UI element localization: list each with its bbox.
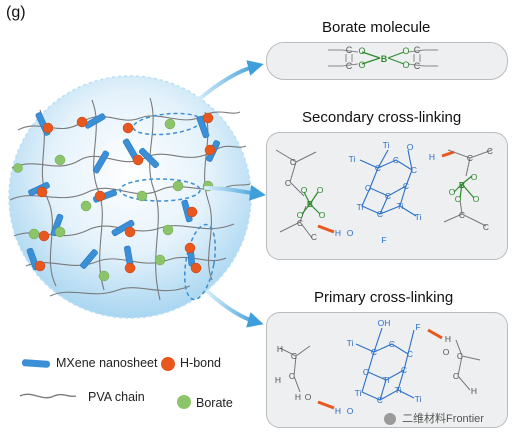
svg-text:C: C [467,153,473,163]
svg-text:C: C [457,351,463,361]
svg-text:C: C [365,183,371,193]
secondary-panel-title: Secondary cross-linking [302,109,462,126]
svg-text:C: C [459,210,465,220]
primary-panel-title: Primary cross-linking [314,289,454,306]
svg-text:OH: OH [378,318,391,328]
svg-text:H: H [471,386,477,396]
svg-text:C: C [377,395,383,405]
svg-text:O: O [301,185,308,195]
svg-text:O: O [358,60,365,70]
svg-text:Ti: Ti [383,140,390,150]
legend-pva-swatch [19,393,77,399]
svg-text:B: B [307,199,313,209]
svg-text:O: O [473,194,480,204]
legend-borate-swatch [177,395,191,409]
svg-text:C: C [297,218,303,228]
hbond-dots [34,112,216,274]
svg-text:C: C [407,349,413,359]
svg-text:Ti: Ti [383,375,390,385]
svg-text:F: F [415,322,420,332]
svg-text:Ti: Ti [355,388,362,398]
svg-text:C: C [401,365,407,375]
svg-text:C: C [483,222,489,232]
svg-text:C: C [377,209,383,219]
svg-text:H: H [335,406,341,416]
svg-text:O: O [407,142,414,152]
panel-arrows [196,60,266,328]
svg-text:C: C [291,351,297,361]
svg-text:C: C [414,45,421,55]
legend-borate-label: Borate [196,396,233,410]
svg-text:C: C [285,178,291,188]
svg-text:O: O [317,185,324,195]
legend-hbond-swatch [161,357,175,371]
svg-text:H: H [335,228,341,238]
svg-text:C: C [289,371,295,381]
svg-text:O: O [455,194,462,204]
svg-text:H: H [295,392,301,402]
svg-text:O: O [358,46,365,56]
svg-text:O: O [297,210,304,220]
legend-pva-label: PVA chain [88,390,145,404]
svg-text:H: H [275,375,281,385]
svg-text:H: H [429,152,435,162]
svg-text:H: H [277,344,283,354]
svg-text:C: C [346,61,353,71]
svg-text:O: O [471,172,478,182]
svg-text:Ti: Ti [349,154,356,164]
figure-label: (g) [6,4,26,21]
svg-text:C: C [346,45,353,55]
svg-text:Ti: Ti [397,201,404,211]
svg-text:B: B [459,180,465,190]
svg-text:Ti: Ti [347,338,354,348]
borate-panel-title: Borate molecule [322,19,431,36]
borate-molecule: C C C C O O B O O [328,45,438,71]
svg-text:Ti: Ti [415,212,422,222]
svg-text:O: O [449,187,456,197]
svg-text:O: O [402,46,409,56]
primary-panel [266,312,508,428]
svg-text:C: C [290,157,296,167]
legend-mxene-swatch [21,359,50,368]
svg-text:C: C [389,339,395,349]
svg-text:C: C [371,347,377,357]
svg-text:C: C [311,232,317,242]
svg-text:O: O [402,60,409,70]
svg-text:O: O [347,406,354,416]
svg-text:Ti: Ti [395,385,402,395]
svg-text:C: C [411,165,417,175]
svg-text:O: O [319,210,326,220]
watermark-logo-icon [384,413,396,426]
svg-text:H: H [445,334,451,344]
legend-mxene-label: MXene nanosheet [56,356,158,370]
borate-dots [13,118,214,282]
svg-text:O: O [443,347,450,357]
svg-text:C: C [403,181,409,191]
svg-text:C: C [393,155,399,165]
svg-text:C: C [375,163,381,173]
svg-text:C: C [414,61,421,71]
svg-text:F: F [381,235,386,245]
borate-panel [266,42,508,80]
watermark: 二维材料Frontier [384,410,484,426]
legend-hbond-label: H-bond [180,356,221,370]
svg-text:Ti: Ti [415,394,422,404]
svg-text:B: B [381,54,388,64]
svg-text:C: C [487,146,493,156]
svg-text:C: C [363,367,369,377]
svg-text:C: C [385,191,391,201]
svg-text:C: C [453,371,459,381]
svg-text:O: O [305,392,312,402]
svg-text:O: O [347,228,354,238]
watermark-text: 二维材料Frontier [402,413,484,425]
svg-text:Ti: Ti [357,202,364,212]
